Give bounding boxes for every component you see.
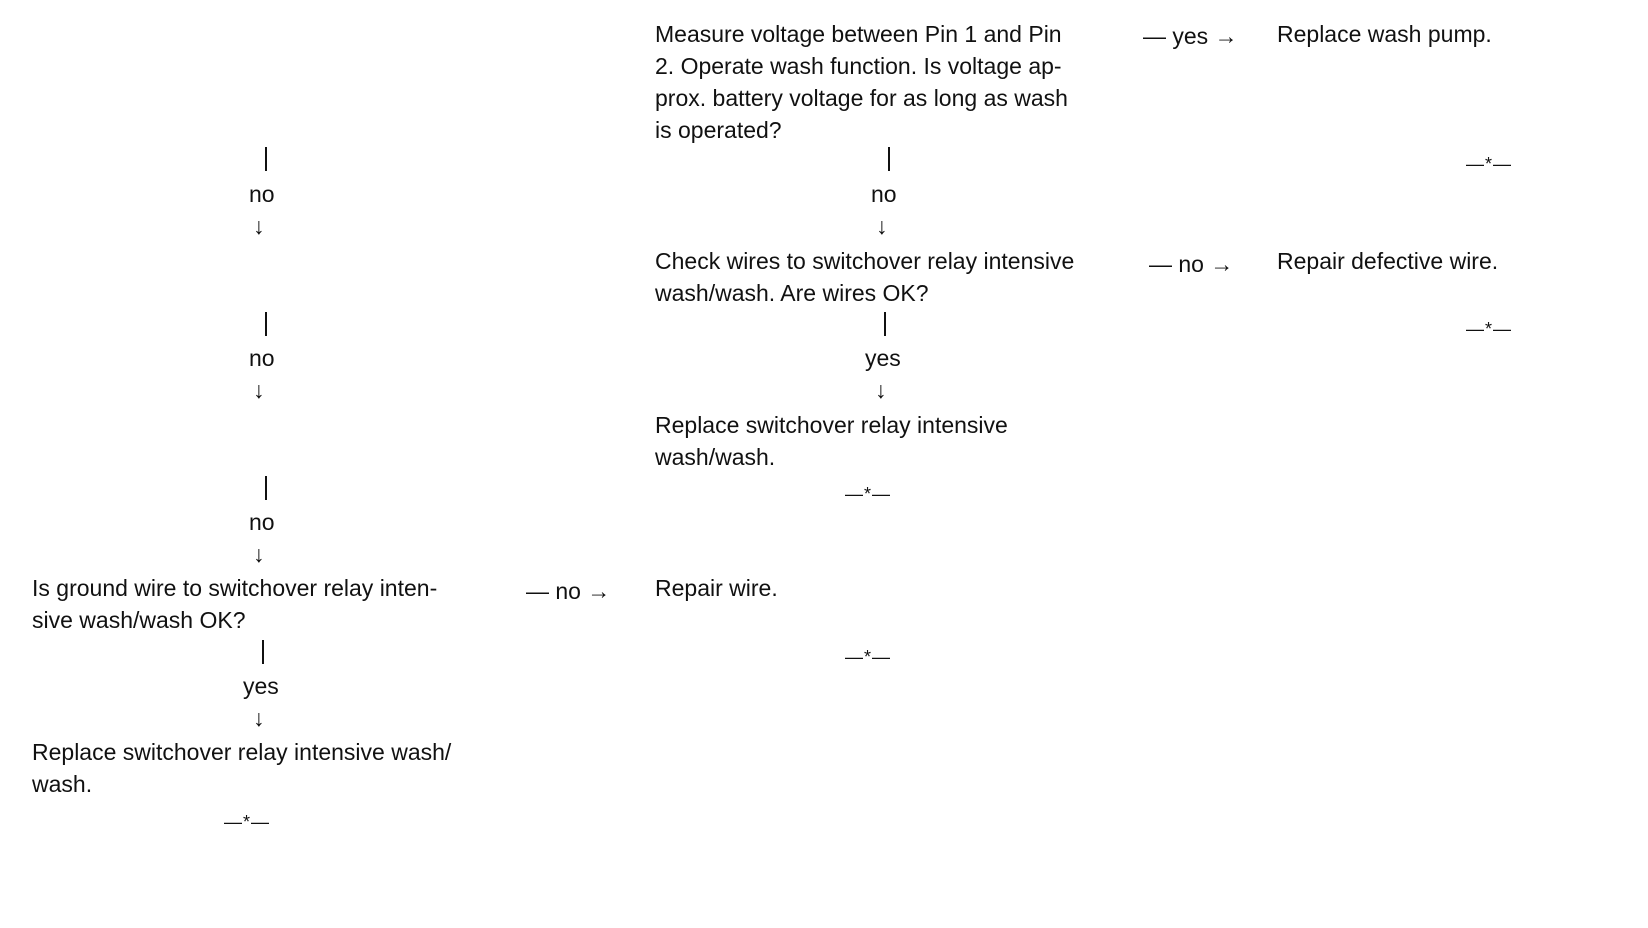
q1-yes-end-marker: —*— (1466, 154, 1513, 174)
q2-line-2: wash/wash. Are wires OK? (655, 280, 929, 306)
q2-connector-line (884, 312, 886, 336)
left-no-label-3: no (249, 509, 275, 535)
q2-wires-question: Check wires to switchover relay intensiv… (655, 245, 1074, 309)
q2-yes-result: Replace switchover relay intensive wash/… (655, 409, 1008, 473)
q1-yes-arrow: — yes → (1143, 23, 1238, 49)
q3-yes-result-line-1: Replace switchover relay intensive wash/ (32, 739, 452, 765)
q1-line-3: prox. battery voltage for as long as was… (655, 85, 1068, 111)
left-connector-line-1 (265, 147, 267, 171)
q2-yes-end-marker: —*— (845, 484, 892, 504)
q3-yes-label: yes (243, 673, 279, 699)
q1-line-2: 2. Operate wash function. Is voltage ap- (655, 53, 1062, 79)
q2-line-1: Check wires to switchover relay intensiv… (655, 248, 1075, 274)
q3-ground-wire-question: Is ground wire to switchover relay inten… (32, 572, 437, 636)
left-down-arrow-2: ↓ (253, 377, 265, 403)
q3-yes-result: Replace switchover relay intensive wash/… (32, 736, 451, 800)
q2-yes-result-line-2: wash/wash. (655, 444, 776, 470)
q1-no-label: no (871, 181, 897, 207)
left-down-arrow-3: ↓ (253, 541, 265, 567)
q2-no-result: Repair defective wire. (1277, 248, 1499, 274)
q3-yes-end-marker: —*— (224, 812, 271, 832)
q2-no-end-marker: —*— (1466, 319, 1513, 339)
left-connector-line-3 (265, 476, 267, 500)
left-connector-line-2 (265, 312, 267, 336)
left-no-label-1: no (249, 181, 275, 207)
repair-wire-end-marker: —*— (845, 647, 892, 667)
q3-line-2: sive wash/wash OK? (32, 607, 246, 633)
q1-voltage-question: Measure voltage between Pin 1 and Pin 2.… (655, 18, 1068, 146)
q3-down-arrow: ↓ (253, 705, 265, 731)
q3-no-arrow: — no → (526, 578, 611, 604)
q2-down-arrow: ↓ (875, 377, 887, 403)
repair-wire-result: Repair wire. (655, 575, 778, 601)
q3-connector-line (262, 640, 264, 664)
q2-yes-result-line-1: Replace switchover relay intensive (655, 412, 1008, 438)
q1-line-4: is operated? (655, 117, 782, 143)
q2-yes-label: yes (865, 345, 901, 371)
q3-yes-result-line-2: wash. (32, 771, 93, 797)
q1-line-1: Measure voltage between Pin 1 and Pin (655, 21, 1062, 47)
q1-down-arrow: ↓ (876, 213, 888, 239)
q1-connector-line (888, 147, 890, 171)
left-no-label-2: no (249, 345, 275, 371)
q2-no-arrow: — no → (1149, 251, 1234, 277)
q1-yes-result: Replace wash pump. (1277, 21, 1492, 47)
left-down-arrow-1: ↓ (253, 213, 265, 239)
q3-line-1: Is ground wire to switchover relay inten… (32, 575, 438, 601)
